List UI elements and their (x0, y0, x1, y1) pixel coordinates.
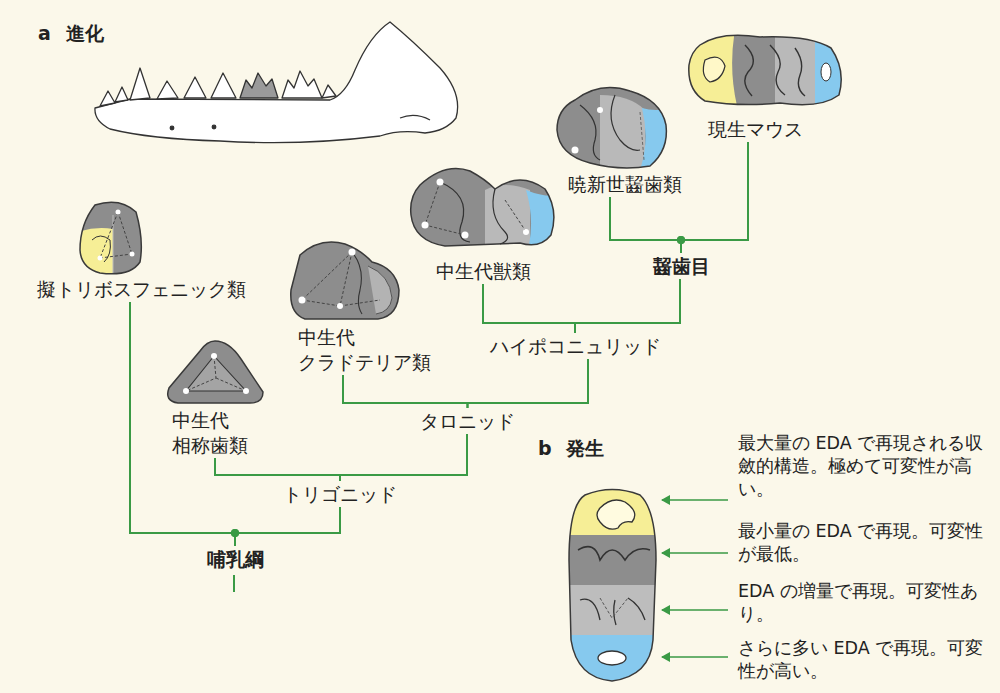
clade-node: 齧歯目 (648, 253, 714, 279)
callout-note: EDA の増量で再現。可変性あり。 (738, 580, 990, 626)
clade-label: 哺乳綱 (199, 547, 271, 572)
root-stem (233, 575, 235, 592)
node-label-group: 哺乳綱 (199, 547, 271, 572)
tooth-illustration (550, 78, 675, 178)
taxon-label: 中生代 相称歯類 (172, 408, 270, 458)
tree-branch (235, 507, 340, 546)
tree-branch (610, 197, 681, 253)
taxon-label: 中生代獣類 (408, 259, 558, 284)
node-label-group: 暁新世齧歯類 (555, 172, 695, 197)
tooth-illustration (565, 480, 660, 685)
clade-node: トリゴニッド (280, 481, 400, 507)
leader-arrow (662, 500, 728, 657)
node-label-group: 齧歯目 (648, 254, 714, 279)
callout-note: 最小量の EDA で再現。可変性が最低。 (738, 520, 990, 566)
clade-label: ハイポコニュリッド (480, 334, 670, 359)
callout-note: 最大量の EDA で再現される収斂的構造。極めて可変性が高い。 (738, 432, 990, 501)
node-label-group: 擬トリボスフェニック類 (28, 277, 254, 302)
clade-label: タロニッド (410, 409, 525, 434)
taxon-label: 現生マウス (685, 117, 825, 142)
clade-label: トリゴニッド (280, 482, 400, 507)
tooth-illustration (291, 242, 399, 319)
taxon-node: 中生代 クラドテリア類 (288, 236, 443, 375)
clade-dot (677, 236, 685, 244)
taxon-label: 中生代 クラドテリア類 (298, 325, 443, 375)
clade-node: ハイポコニュリッド (480, 333, 670, 359)
panel-letter: a (38, 22, 58, 45)
panel-title: 発生 (566, 437, 626, 460)
taxon-node: 中生代 相称歯類 (160, 336, 270, 458)
node-label-group: タロニッド (410, 409, 525, 434)
node-label-group: 現生マウス (685, 117, 845, 142)
panel-title: 進化 (66, 22, 126, 45)
tree-branch (681, 142, 748, 253)
tooth-illustration (405, 160, 565, 255)
tooth-illustration (685, 30, 850, 115)
taxon-node: 擬トリボスフェニック類 (28, 198, 254, 302)
taxon-node: 現生マウス (685, 30, 845, 142)
clade-node: タロニッド (410, 408, 525, 434)
tree-branch (468, 359, 589, 408)
clade-label: 齧歯目 (648, 254, 714, 279)
panel-letter: b (538, 437, 558, 460)
node-label-group: トリゴニッド (280, 482, 400, 507)
node-label-group: 中生代獣類 (408, 259, 558, 284)
clade-dot (231, 529, 239, 537)
callout-note: さらに多い EDA で再現。可変性が高い。 (738, 637, 990, 683)
tree-branch (483, 284, 575, 333)
tree-branch (343, 375, 468, 408)
taxon-label: 擬トリボスフェニック類 (28, 277, 254, 302)
clade-dot (677, 236, 685, 244)
tree-branch (215, 458, 340, 481)
tree-branch (340, 434, 467, 481)
taxon-node: 暁新世齧歯類 (555, 80, 695, 197)
taxon-label: 暁新世齧歯類 (555, 172, 695, 197)
node-label-group: 中生代 相称歯類 (160, 408, 270, 458)
tree-branch (575, 279, 680, 333)
tooth-illustration (78, 195, 148, 280)
node-label-group: 中生代 クラドテリア類 (288, 325, 443, 375)
clade-node: 哺乳綱 (199, 546, 271, 572)
jaw-illustration (95, 22, 458, 143)
tooth-illustration (168, 341, 263, 403)
taxon-node: 中生代獣類 (408, 160, 558, 284)
clade-dot (231, 529, 239, 537)
node-label-group: ハイポコニュリッド (480, 334, 670, 359)
